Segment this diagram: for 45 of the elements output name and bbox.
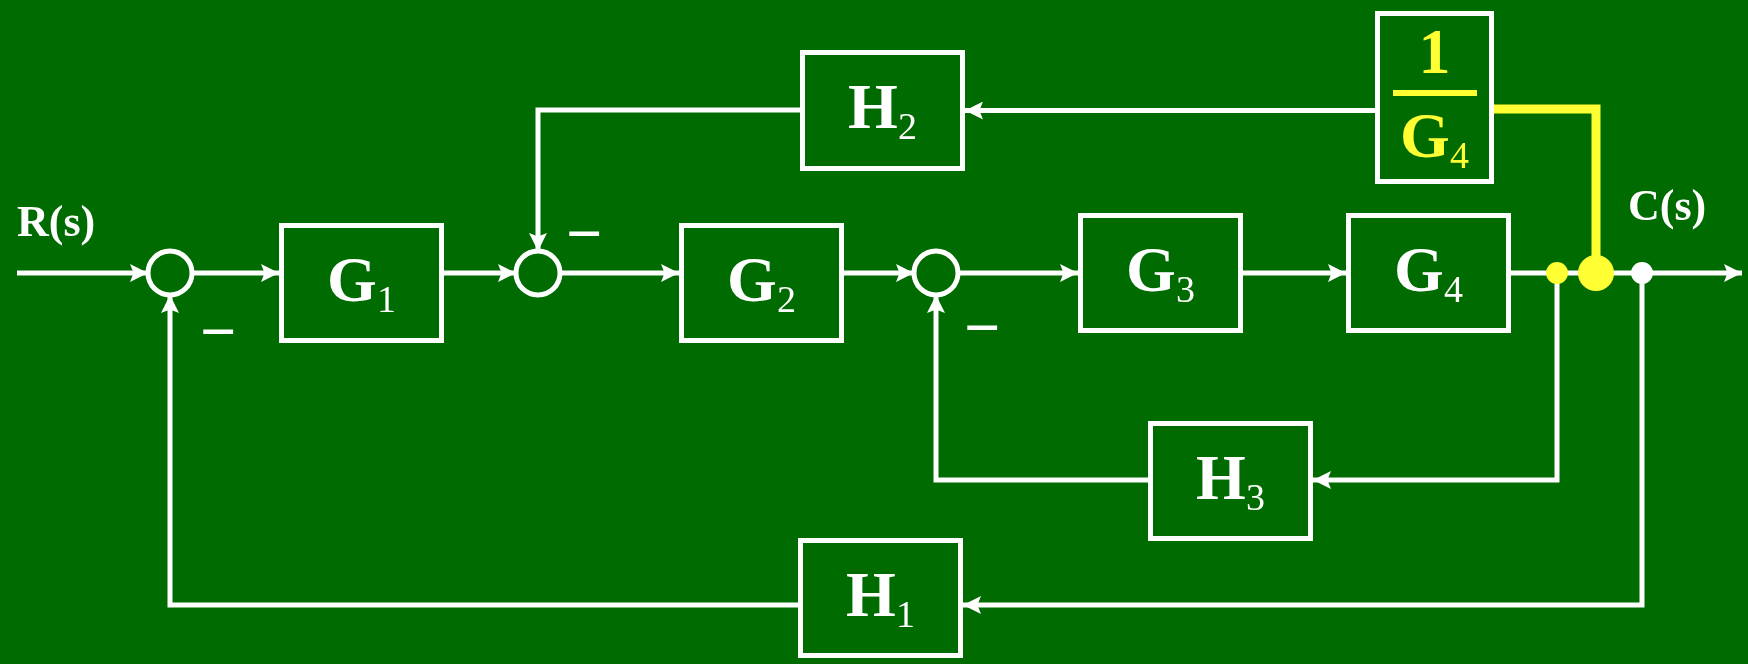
block-label: H$_{3}$ xyxy=(1196,445,1265,517)
transfer-function-block xyxy=(1375,11,1494,184)
minus-sign: − xyxy=(566,202,603,266)
arrow xyxy=(444,264,516,282)
block-label: G$_{4}$ xyxy=(1394,237,1463,309)
arrow xyxy=(1313,282,1560,489)
arrow xyxy=(963,282,1645,614)
transfer-function-block xyxy=(1346,213,1511,333)
minus-sign: − xyxy=(200,300,237,364)
branch-point xyxy=(1630,261,1654,285)
transfer-function-block xyxy=(679,223,844,343)
block-label: G$_{1}$ xyxy=(327,247,396,319)
summing-junction xyxy=(145,248,195,298)
block-label: G$_{4}$ xyxy=(1400,104,1469,175)
connector-line xyxy=(1494,104,1601,257)
minus-sign: − xyxy=(964,296,1001,360)
connector-line xyxy=(1511,270,1548,276)
block-label: H$_{2}$ xyxy=(848,75,917,146)
transfer-function-block xyxy=(1078,213,1243,333)
block-label: H$_{1}$ xyxy=(846,562,915,634)
transfer-function-block xyxy=(800,50,965,171)
transfer-function-block xyxy=(798,538,963,658)
block-label: G$_{3}$ xyxy=(1126,237,1195,309)
transfer-function-block xyxy=(1148,421,1313,541)
arrow xyxy=(192,264,279,282)
arrow xyxy=(560,264,679,282)
connector-line xyxy=(1612,270,1633,276)
signal-label: R(s) xyxy=(17,200,96,244)
arrow xyxy=(844,264,914,282)
arrow xyxy=(161,295,798,608)
arrow xyxy=(1651,264,1742,282)
arrow xyxy=(17,264,148,282)
summing-junction xyxy=(513,248,563,298)
arrow xyxy=(958,264,1078,282)
branch-point xyxy=(1545,261,1569,285)
summing-junction xyxy=(911,248,961,298)
arrow xyxy=(965,101,1375,120)
block-label: 1 xyxy=(1418,20,1451,85)
block-label: G$_{2}$ xyxy=(727,247,796,319)
transfer-function-block xyxy=(279,223,444,343)
signal-label: C(s) xyxy=(1628,184,1707,228)
arrow xyxy=(927,295,1148,483)
arrow xyxy=(529,107,800,251)
branch-point xyxy=(1577,254,1615,292)
arrow xyxy=(1243,264,1346,282)
